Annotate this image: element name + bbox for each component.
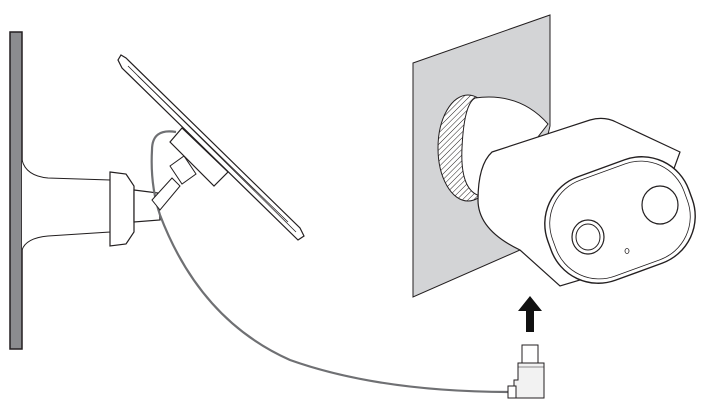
usb-c-plug-tip xyxy=(521,344,539,364)
usb-c-connector[interactable] xyxy=(513,362,545,399)
mount-arm xyxy=(21,159,111,251)
connector-cable-boot xyxy=(507,385,517,399)
camera-front-rim xyxy=(549,160,691,280)
camera-microphone-dot xyxy=(624,248,630,254)
camera-lens-inner xyxy=(575,223,601,251)
panel-connector xyxy=(169,155,197,185)
mount-knuckle xyxy=(109,171,135,247)
camera-sensor-icon xyxy=(641,185,679,225)
arrow-up-icon xyxy=(518,296,542,332)
power-cable xyxy=(150,130,513,394)
left-wall xyxy=(9,31,23,350)
panel-edge-line xyxy=(137,75,289,223)
panel-stem xyxy=(151,177,181,211)
